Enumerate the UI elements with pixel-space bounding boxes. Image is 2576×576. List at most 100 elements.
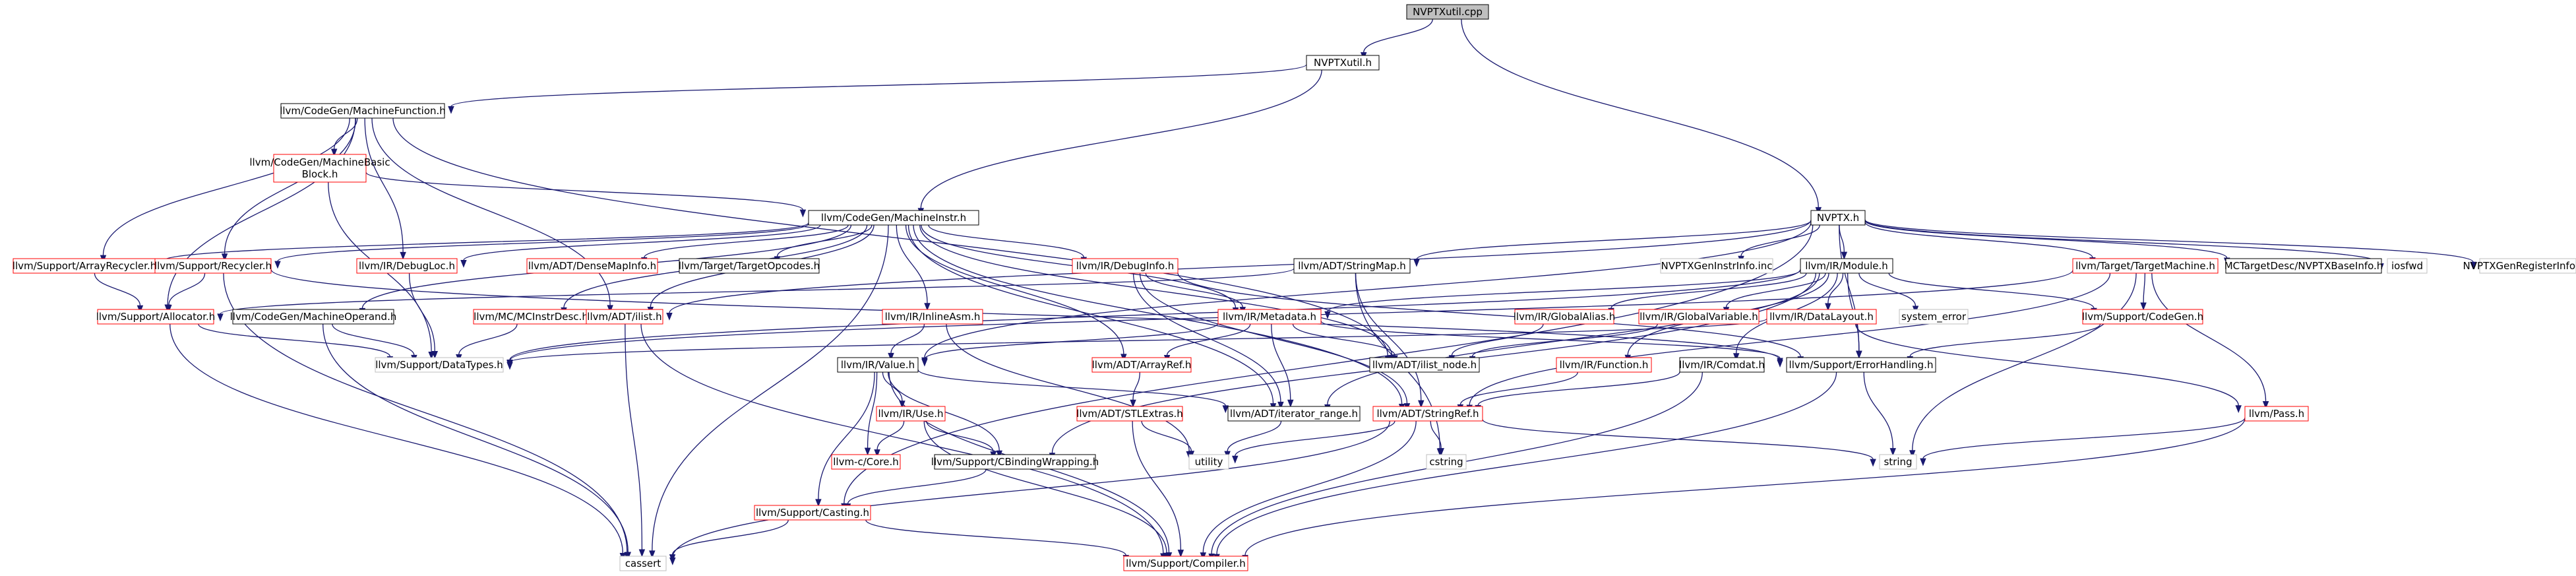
edge-line [1482, 418, 1874, 460]
node-utility[interactable]: utility [1188, 454, 1229, 470]
node-label: llvm/IR/DebugInfo.h [1076, 260, 1175, 272]
node-nvptx[interactable]: NVPTX.h [1810, 210, 1866, 226]
node-globalalias[interactable]: llvm/IR/GlobalAlias.h [1514, 309, 1616, 325]
node-box [934, 454, 1096, 470]
node-arrayrecycler[interactable]: llvm/Support/ArrayRecycler.h [13, 258, 156, 274]
node-label: llvm/Support/Recycler.h [154, 260, 272, 272]
edge-line [1855, 323, 2239, 406]
edge-line [876, 420, 905, 450]
node-datalayout[interactable]: llvm/IR/DataLayout.h [1766, 309, 1877, 325]
node-mcinstrdesc[interactable]: llvm/MC/MCInstrDesc.h [473, 309, 589, 325]
edge-line [923, 420, 1167, 554]
node-stlextras[interactable]: llvm/ADT/STLExtras.h [1076, 406, 1183, 422]
edge-line [1292, 323, 1395, 356]
node-label: llvm/Support/Allocator.h [96, 311, 216, 323]
edge-arrowhead [799, 209, 807, 218]
node-densemapinfo[interactable]: llvm/ADT/DenseMapInfo.h [526, 258, 658, 274]
node-machoperand[interactable]: llvm/CodeGen/MachineOperand.h [230, 309, 397, 325]
edge-module-to-supcodegen [1888, 272, 2097, 316]
node-ilist[interactable]: llvm/ADT/ilist.h [586, 309, 663, 325]
node-systemerror[interactable]: system_error [1899, 309, 1969, 325]
node-globalvar[interactable]: llvm/IR/GlobalVariable.h [1638, 309, 1760, 325]
node-recycler[interactable]: llvm/Support/Recycler.h [154, 258, 272, 274]
edge-line [1864, 219, 2474, 263]
edge-metadata-to-errorhandling [1320, 320, 1783, 366]
node-box [1227, 406, 1361, 422]
edge-line [1909, 323, 2101, 357]
node-supcodegen[interactable]: llvm/Support/CodeGen.h [2082, 309, 2203, 325]
node-nvptxutil[interactable]: NVPTXutil.h [1306, 55, 1380, 71]
node-targetmachine[interactable]: llvm/Target/TargetMachine.h [2072, 258, 2219, 274]
edge-line [1132, 272, 1281, 402]
edge-arrowhead [448, 106, 454, 114]
edge-arrowhead [428, 351, 435, 360]
edge-targetmachine-to-supcodegen [2140, 272, 2147, 311]
node-use[interactable]: llvm/IR/Use.h [876, 406, 946, 422]
node-label: string [1884, 456, 1912, 468]
edge-nvptx-to-genreg [1864, 219, 2476, 270]
edge-line [162, 222, 809, 262]
edge-line [1355, 272, 1422, 401]
node-label: llvm/ADT/iterator_range.h [1230, 408, 1358, 420]
edge-line [890, 323, 925, 354]
node-targetopcodes[interactable]: llvm/Target/TargetOpcodes.h [679, 258, 820, 274]
node-box [1188, 454, 1229, 470]
node-datatypes[interactable]: llvm/Support/DataTypes.h [375, 357, 504, 373]
node-iterrange[interactable]: llvm/ADT/iterator_range.h [1227, 406, 1361, 422]
edge-errorhandling-to-compiler [1213, 371, 1837, 562]
edge-nvptxutil-to-machinstr [917, 69, 1322, 216]
node-arrayref[interactable]: llvm/ADT/ArrayRef.h [1091, 357, 1192, 373]
edge-line [450, 64, 1307, 107]
node-ccore[interactable]: llvm-c/Core.h [831, 454, 901, 470]
node-cstring[interactable]: cstring [1426, 454, 1467, 470]
node-box [2082, 309, 2203, 325]
node-machinstr[interactable]: llvm/CodeGen/MachineInstr.h [808, 210, 979, 226]
node-baseinfo[interactable]: MCTargetDesc/NVPTXBaseInfo.h [2224, 258, 2383, 274]
edge-line [1451, 323, 1544, 356]
edge-arrowhead [2235, 405, 2242, 414]
node-metadata[interactable]: llvm/IR/Metadata.h [1217, 309, 1322, 325]
node-pass[interactable]: llvm/Pass.h [2244, 406, 2309, 422]
edge-line [322, 323, 629, 553]
edge-arrowhead [625, 552, 632, 560]
edge-root-to-nvptx [1461, 18, 1822, 215]
node-stringref[interactable]: llvm/ADT/StringRef.h [1372, 406, 1483, 422]
node-box [586, 309, 663, 325]
node-label: llvm/ADT/ArrayRef.h [1092, 359, 1192, 371]
node-ilistnode[interactable]: llvm/ADT/ilist_node.h [1369, 357, 1480, 373]
edge-arrowhead [864, 447, 871, 456]
node-compiler[interactable]: llvm/Support/Compiler.h [1123, 556, 1248, 571]
edge-debuginfo-to-iterrange [1132, 272, 1284, 410]
edge-casting-to-cassert [669, 519, 789, 562]
node-box [154, 258, 272, 274]
node-iosfwd[interactable]: iosfwd [2387, 258, 2428, 274]
node-machfunc[interactable]: llvm/CodeGen/MachineFunction.h [280, 103, 446, 119]
node-cbinding[interactable]: llvm/Support/CBindingWrapping.h [931, 454, 1099, 470]
node-label: llvm/ADT/DenseMapInfo.h [528, 260, 656, 272]
node-genintr[interactable]: NVPTXGenInstrInfo.inc [1660, 258, 1773, 274]
node-genreg[interactable]: NVPTXGenRegisterInfo.inc [2463, 258, 2576, 274]
edge-line [1922, 417, 2246, 459]
edge-line [1725, 272, 1826, 307]
edge-allocator-to-datatypes [198, 323, 394, 364]
node-comdat[interactable]: llvm/IR/Comdat.h [1679, 357, 1765, 373]
node-debugloc[interactable]: llvm/IR/DebugLoc.h [356, 258, 458, 274]
node-module[interactable]: llvm/IR/Module.h [1800, 258, 1893, 274]
edge-machinstr-to-inlineasm [896, 224, 931, 311]
edge-arrowhead [666, 312, 673, 321]
edge-layer [94, 18, 2476, 565]
node-irfunction[interactable]: llvm/IR/Function.h [1556, 357, 1652, 373]
node-root[interactable]: NVPTXutil.cpp [1406, 4, 1489, 20]
node-cassert[interactable]: cassert [619, 556, 667, 571]
node-errorhandling[interactable]: llvm/Support/ErrorHandling.h [1786, 357, 1936, 373]
node-value[interactable]: llvm/IR/Value.h [837, 357, 919, 373]
node-stringmap[interactable]: llvm/ADT/StringMap.h [1293, 258, 1411, 274]
node-debuginfo[interactable]: llvm/IR/DebugInfo.h [1072, 258, 1179, 274]
node-inlineasm[interactable]: llvm/IR/InlineAsm.h [882, 309, 983, 325]
edge-line [408, 272, 435, 352]
node-casting[interactable]: llvm/Support/Casting.h [754, 505, 871, 521]
node-string[interactable]: string [1879, 454, 1917, 470]
node-allocator[interactable]: llvm/Support/Allocator.h [96, 309, 216, 325]
node-box [2225, 258, 2382, 274]
